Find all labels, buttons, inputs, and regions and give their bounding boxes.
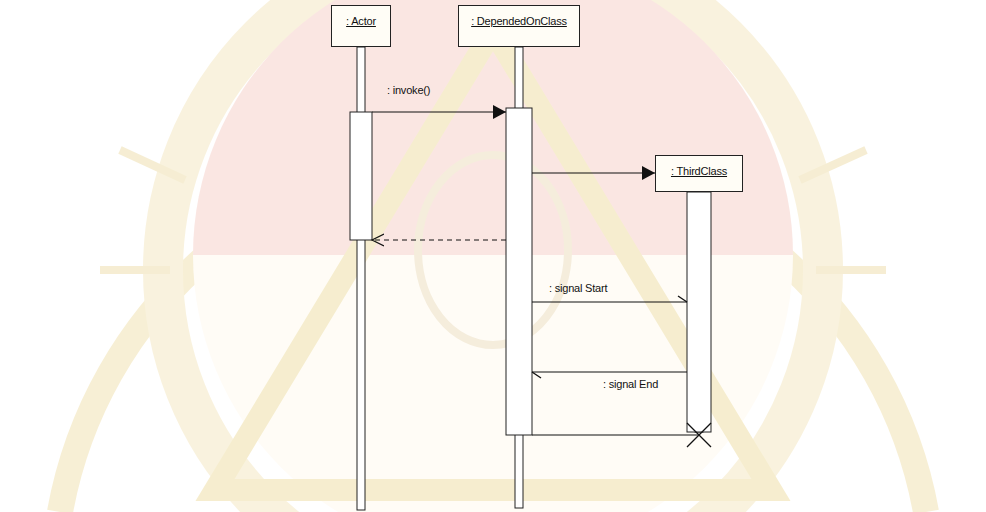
object-name: : Actor — [346, 15, 376, 27]
activation-bar — [687, 192, 711, 432]
lifeline-head: : DependedOnClass — [458, 5, 580, 47]
message-arrow — [532, 434, 699, 435]
message-arrow — [532, 371, 687, 372]
return-message — [372, 239, 506, 240]
message-arrow — [372, 111, 506, 112]
message-label: : signal End — [602, 378, 659, 390]
message-arrow — [532, 172, 655, 173]
message-label: : signal Start — [548, 282, 608, 294]
message-label: : invoke() — [386, 84, 431, 96]
object-name: : DependedOnClass — [471, 15, 567, 27]
activation-bar — [506, 108, 532, 435]
object-name: : ThirdClass — [671, 165, 727, 177]
destroy-mark — [687, 423, 711, 447]
lifeline-head: : ThirdClass — [655, 155, 743, 192]
activation-bar — [350, 112, 372, 240]
message-arrow — [532, 301, 687, 302]
lifeline-head: : Actor — [331, 5, 391, 47]
